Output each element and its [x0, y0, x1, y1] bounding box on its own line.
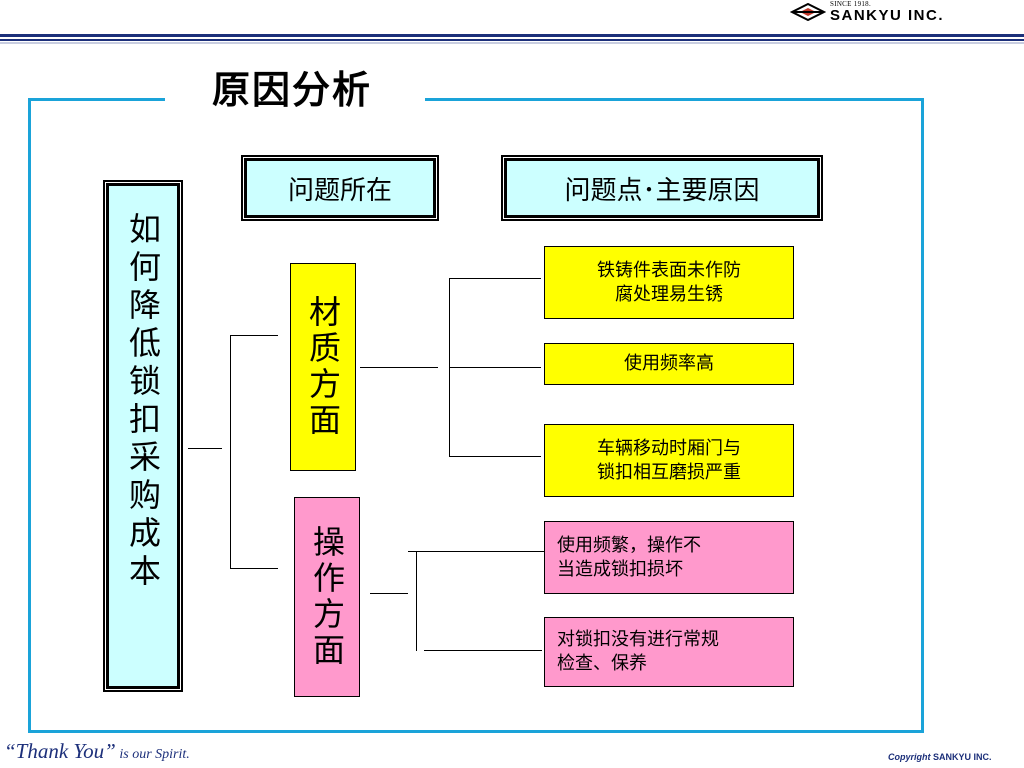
column-header-main-causes: 问题点･主要原因 [504, 158, 820, 218]
logo-since-text: SINCE 1918. [830, 0, 872, 8]
main-question-text: 如何降低锁扣采购成本 [124, 212, 162, 592]
slogan-main: “Thank You” [4, 739, 116, 763]
sankyu-logo-icon [790, 3, 826, 21]
header-rule [0, 34, 1024, 37]
connector-line [416, 551, 417, 651]
frame-border [425, 98, 924, 101]
copyright-name: SANKYU INC. [933, 752, 992, 762]
cause-text-line: 车辆移动时厢门与 [597, 437, 741, 459]
category-operation-label: 操作方面 [308, 525, 346, 669]
category-material-box: 材质方面 [290, 263, 356, 471]
footer-copyright: Copyright SANKYU INC. [888, 752, 992, 762]
cause-text-line: 使用频率高 [624, 353, 714, 374]
connector-line [230, 335, 278, 336]
logo-name-text: SANKYU INC. [830, 7, 945, 24]
connector-line [370, 593, 408, 594]
category-operation-box: 操作方面 [294, 497, 360, 697]
cause-text-line: 检查、保养 [557, 653, 647, 674]
connector-line [188, 448, 222, 449]
frame-border [28, 98, 31, 733]
connector-line [230, 335, 231, 569]
cause-text-line: 使用频繁，操作不 [557, 534, 701, 556]
cause-box: 对锁扣没有进行常规 检查、保养 [544, 617, 794, 687]
connector-line [360, 367, 438, 368]
cause-text-line: 铁铸件表面未作防 [597, 259, 741, 281]
cause-box: 使用频率高 [544, 343, 794, 385]
frame-border [921, 98, 924, 733]
header-rule [0, 39, 1024, 41]
cause-box: 车辆移动时厢门与 锁扣相互磨损严重 [544, 424, 794, 497]
connector-line [408, 551, 544, 552]
connector-line [424, 650, 542, 651]
frame-border [28, 98, 165, 101]
frame-border [28, 730, 924, 733]
cause-box: 铁铸件表面未作防 腐处理易生锈 [544, 246, 794, 319]
company-logo: SINCE 1918. SANKYU INC. [790, 0, 1020, 24]
cause-box: 使用频繁，操作不 当造成锁扣损坏 [544, 521, 794, 594]
cause-text-line: 腐处理易生锈 [615, 283, 723, 305]
page-title: 原因分析 [211, 68, 372, 112]
main-question-box: 如何降低锁扣采购成本 [106, 183, 180, 689]
connector-line [449, 367, 541, 368]
category-material-label: 材质方面 [304, 295, 342, 439]
copyright-label: Copyright [888, 752, 931, 762]
connector-line [449, 456, 541, 457]
footer-slogan: “Thank You” is our Spirit. [4, 739, 190, 764]
cause-text-line: 锁扣相互磨损严重 [597, 461, 741, 483]
cause-text-line: 当造成锁扣损坏 [557, 558, 683, 580]
header-rule [0, 42, 1024, 44]
cause-text-line: 对锁扣没有进行常规 [557, 629, 719, 650]
connector-line [449, 278, 541, 279]
column-header-problem-area: 问题所在 [244, 158, 436, 218]
connector-line [230, 568, 278, 569]
slogan-rest: is our Spirit. [115, 747, 190, 762]
